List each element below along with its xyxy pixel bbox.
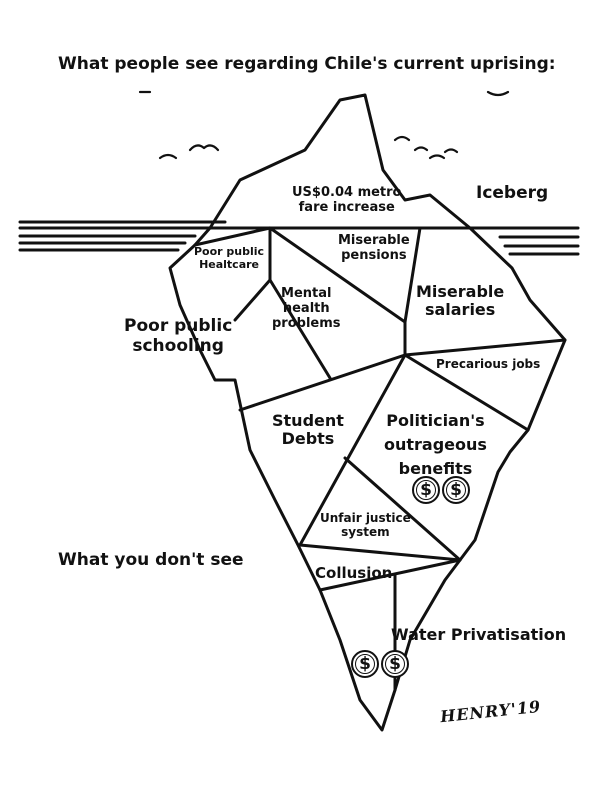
- label-mental-health: Mental health problems: [272, 286, 341, 331]
- dollar-coin-icon: $: [381, 650, 409, 678]
- dollar-coin-icon: $: [351, 650, 379, 678]
- iceberg-divisions: [193, 226, 567, 692]
- iceberg-outline: [168, 93, 567, 732]
- label-student-debts: Student Debts: [272, 411, 344, 449]
- label-collusion: Collusion: [315, 564, 393, 582]
- label-water-privatisation: Water Privatisation: [391, 625, 567, 644]
- bottom-heading: What you don't see: [58, 550, 244, 570]
- dollar-coin-icon: $: [412, 476, 440, 504]
- label-healthcare: Poor public Healtcare: [194, 245, 265, 271]
- dollar-coin-icon: $: [442, 476, 470, 504]
- label-politician-benefits: Politician's outrageous benefits: [384, 411, 487, 478]
- label-salaries: Miserable salaries: [416, 282, 505, 320]
- iceberg-title: Iceberg: [476, 183, 549, 203]
- label-justice-system: Unfair justice system: [320, 511, 411, 539]
- bird-icons: [138, 90, 510, 160]
- label-pensions: Miserable pensions: [338, 233, 410, 263]
- label-schooling: Poor public schooling: [124, 316, 233, 356]
- waterline: [18, 220, 580, 256]
- top-heading: What people see regarding Chile's curren…: [58, 54, 556, 74]
- label-precarious-jobs: Precarious jobs: [436, 357, 541, 371]
- label-metro: US$0.04 metro fare increase: [292, 185, 402, 215]
